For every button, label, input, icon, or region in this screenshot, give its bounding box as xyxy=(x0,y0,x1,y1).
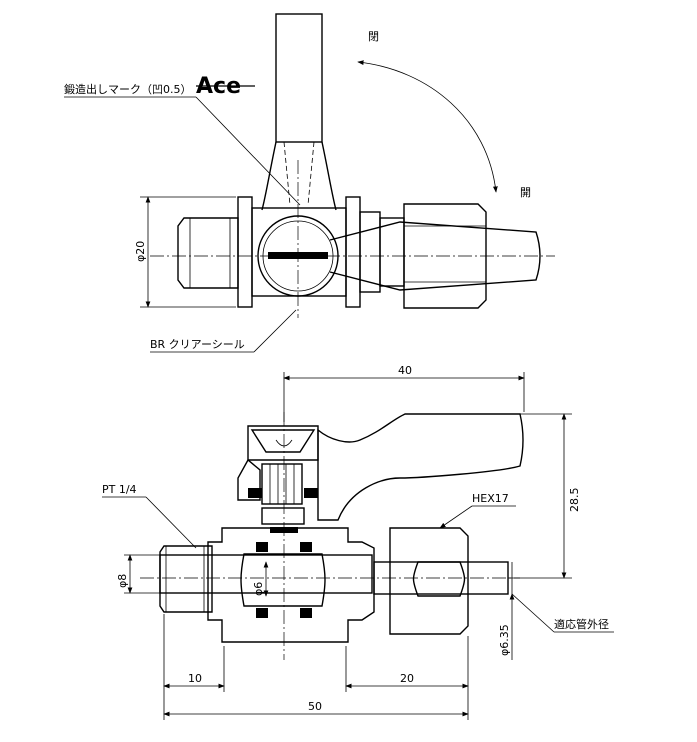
body-flange-right xyxy=(345,196,361,308)
dim-phi6: φ6 xyxy=(252,582,265,596)
dim-phi20: φ20 xyxy=(134,241,147,262)
section-view: 40 28.5 HEX17 PT 1/4 φ8 φ6 φ6.35 適応管外径 xyxy=(102,364,614,720)
top-view: 閉 開 鍛造出しマーク（凹0.5） Ace φ20 BR クリアーシール xyxy=(64,13,555,353)
hex-nut-top xyxy=(403,203,487,309)
label-gasket: BR クリアーシール xyxy=(150,338,245,351)
dim-10: 10 xyxy=(188,672,202,685)
rotation-arrow xyxy=(357,60,498,193)
label-closed: 閉 xyxy=(368,30,379,43)
handle-closed xyxy=(275,13,323,143)
dim-50: 50 xyxy=(308,700,322,713)
dim-phi6-35: φ6.35 xyxy=(498,624,511,656)
label-hex17: HEX17 xyxy=(472,492,509,505)
label-pt14: PT 1/4 xyxy=(102,483,137,496)
dim-20: 20 xyxy=(400,672,414,685)
handle-section xyxy=(317,413,524,521)
body-section xyxy=(207,527,375,643)
dim-40: 40 xyxy=(398,364,412,377)
threaded-inlet xyxy=(177,217,239,289)
dim-phi8: φ8 xyxy=(116,574,129,588)
handle-open xyxy=(329,221,541,291)
label-forged-mark: 鍛造出しマーク（凹0.5） xyxy=(64,82,192,96)
inlet-thread xyxy=(159,545,213,613)
label-open: 開 xyxy=(520,186,531,199)
ball xyxy=(240,553,326,607)
body-flange-left xyxy=(237,196,253,308)
dim-28-5: 28.5 xyxy=(568,488,581,513)
label-tube-od: 適応管外径 xyxy=(554,617,609,631)
hex-nut-section xyxy=(389,527,469,635)
